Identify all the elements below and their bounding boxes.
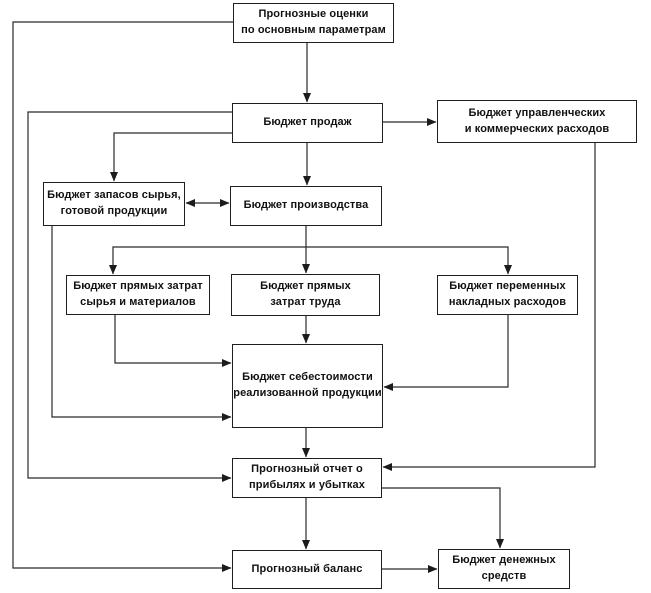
edge-materials-to-cogs-arrow bbox=[114, 315, 232, 367]
node-admin-commercial-expenses-label: Бюджет управленческих и коммерческих рас… bbox=[464, 106, 610, 135]
edge-production-to-materials-arrow bbox=[109, 246, 306, 275]
edge-overhead-to-cogs-arrow bbox=[383, 315, 509, 391]
node-cash-budget-label: Бюджет денежных средств bbox=[452, 554, 556, 582]
node-admin-commercial-expenses: Бюджет управленческих и коммерческих рас… bbox=[437, 100, 637, 143]
edge-sales-to-inventory-arrow bbox=[110, 132, 232, 182]
node-forecast-estimates: Прогнозные оценки по основным параметрам bbox=[233, 3, 394, 43]
node-income-statement-forecast: Прогнозный отчет о прибылях и убытках bbox=[232, 458, 382, 498]
node-inventory-finished-goods-label: Бюджет запасов сырья, готовой продукции bbox=[47, 189, 181, 217]
edge-admin-to-income-arrow bbox=[382, 143, 596, 471]
node-direct-labor-budget-label: Бюджет прямых затрат труда bbox=[260, 280, 351, 308]
node-sales-budget-label: Бюджет продаж bbox=[263, 116, 352, 129]
node-cogs-budget: Бюджет себестоимости реализованной проду… bbox=[232, 344, 383, 428]
node-forecast-balance-label: Прогнозный баланс bbox=[251, 562, 363, 575]
node-sales-budget: Бюджет продаж bbox=[232, 103, 383, 143]
node-forecast-estimates-label: Прогнозные оценки по основным параметрам bbox=[241, 8, 386, 36]
node-production-budget-label: Бюджет производства bbox=[243, 199, 369, 212]
node-inventory-finished-goods: Бюджет запасов сырья, готовой продукции bbox=[43, 182, 185, 226]
node-cash-budget: Бюджет денежных средств bbox=[438, 549, 570, 589]
edge-forecast-to-balance-arrow bbox=[12, 21, 233, 572]
node-variable-overhead-budget-label: Бюджет переменных накладных расходов bbox=[448, 280, 567, 308]
node-production-budget: Бюджет производства bbox=[230, 186, 382, 226]
node-income-statement-forecast-label: Прогнозный отчет о прибылях и убытках bbox=[249, 463, 365, 491]
node-direct-materials-budget-label: Бюджет прямых затрат сырья и материалов bbox=[73, 280, 203, 308]
node-direct-labor-budget: Бюджет прямых затрат труда bbox=[231, 274, 380, 316]
node-forecast-balance: Прогнозный баланс bbox=[232, 550, 382, 589]
node-variable-overhead-budget: Бюджет переменных накладных расходов bbox=[437, 275, 578, 315]
edge-sales-to-income-arrow bbox=[27, 111, 232, 482]
edge-inventory-to-cogs-arrow bbox=[51, 226, 232, 421]
node-direct-materials-budget: Бюджет прямых затрат сырья и материалов bbox=[66, 275, 210, 315]
node-cogs-budget-label: Бюджет себестоимости реализованной проду… bbox=[233, 371, 382, 399]
edge-income-to-cash-arrow bbox=[382, 487, 504, 549]
edge-production-to-overhead-arrow bbox=[306, 246, 512, 275]
